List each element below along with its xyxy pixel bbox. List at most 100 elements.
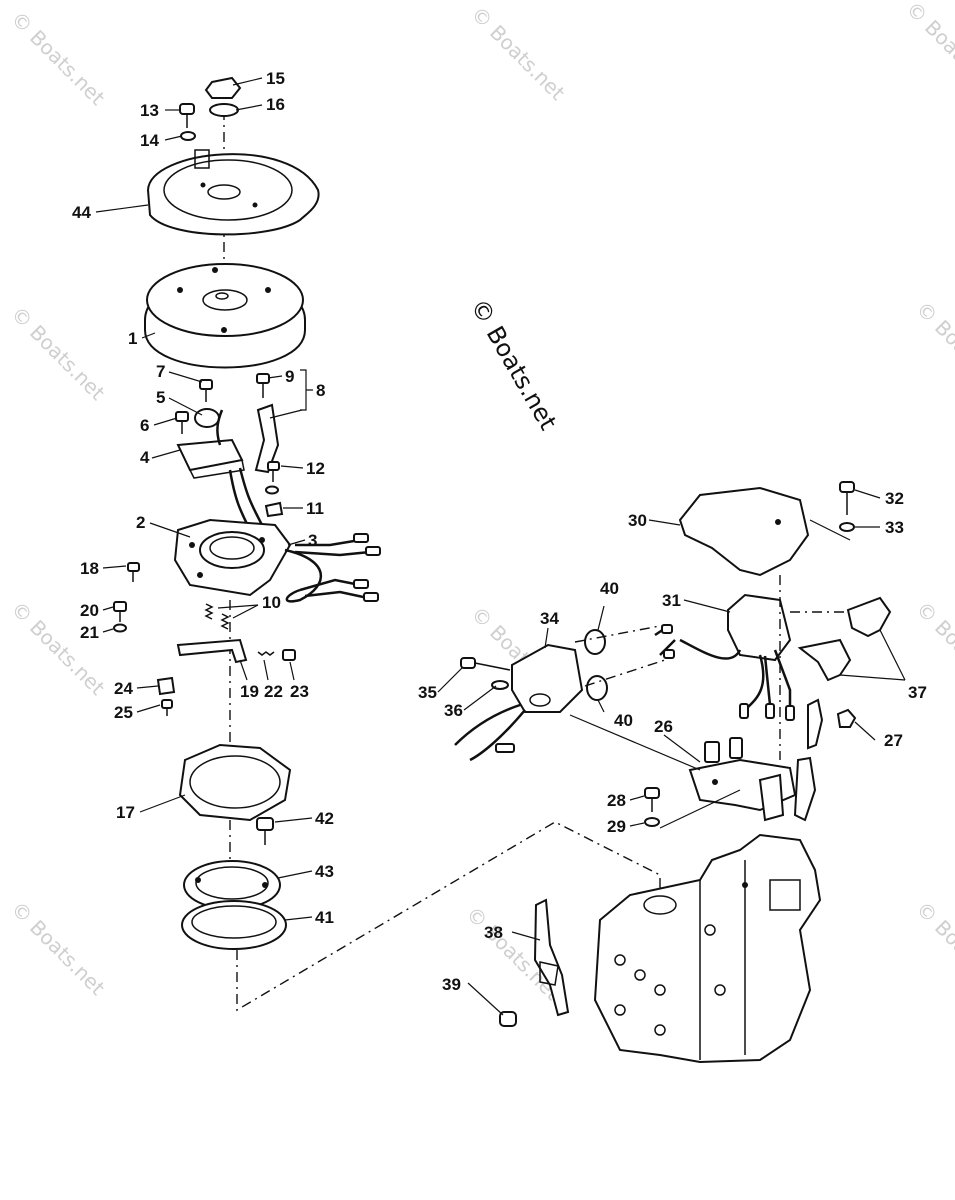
flywheel-1 xyxy=(144,263,306,369)
screw-28 xyxy=(644,787,660,812)
screw-18 xyxy=(127,562,140,582)
spark-plug-boots-37 xyxy=(790,596,892,682)
callout-label: 6 xyxy=(140,416,149,435)
bracket-26 xyxy=(688,737,797,822)
callout-label: 12 xyxy=(306,459,325,478)
callout-label: 7 xyxy=(156,362,165,381)
washer-33 xyxy=(839,522,855,532)
washer-29 xyxy=(644,817,660,827)
watermark-center: © Boats.net xyxy=(465,294,562,435)
watermark: © Boats.net xyxy=(901,0,955,100)
callout-label: 8 xyxy=(316,381,325,400)
clip-24 xyxy=(156,676,176,696)
grommet-40a xyxy=(584,629,606,655)
nut-27 xyxy=(836,708,857,728)
callout-label: 43 xyxy=(315,862,334,881)
callout-label: 40 xyxy=(600,579,619,598)
coil-4 xyxy=(176,438,245,479)
callout-label: 4 xyxy=(140,448,150,467)
watermark: © Boats.net xyxy=(911,897,955,1000)
washer-21 xyxy=(113,623,127,633)
callout-label: 14 xyxy=(140,131,159,150)
link-19 xyxy=(176,638,248,664)
callout-label: 40 xyxy=(614,711,633,730)
screw-13 xyxy=(179,103,195,128)
watermark: © Boats.net xyxy=(911,297,955,400)
callout-label: 24 xyxy=(114,679,133,698)
screw-20 xyxy=(113,601,127,622)
watermark-layer: © Boats.net © Boats.net © Boats.net © Bo… xyxy=(6,0,955,1005)
callout-label: 10 xyxy=(262,593,281,612)
callout-label: 11 xyxy=(306,499,324,518)
callout-label: 41 xyxy=(315,908,334,927)
callout-label: 21 xyxy=(80,623,99,642)
callout-label: 37 xyxy=(908,683,927,702)
callout-label: 32 xyxy=(885,489,904,508)
flywheel-stack xyxy=(113,76,661,1012)
screw-12 xyxy=(267,461,280,482)
bracket-8 xyxy=(254,403,280,474)
callout-label: 13 xyxy=(140,101,159,120)
cover-30 xyxy=(678,486,810,577)
callout-label: 44 xyxy=(72,203,91,222)
callout-label: 36 xyxy=(444,701,463,720)
ignition-coil-34 xyxy=(454,643,584,762)
bolt-35 xyxy=(460,657,511,671)
callout-label: 2 xyxy=(136,513,145,532)
callout-label: 27 xyxy=(884,731,903,750)
springs-10 xyxy=(204,603,230,630)
screw-7 xyxy=(199,379,213,402)
leader-lines xyxy=(95,77,906,1016)
stator-plate-2 xyxy=(173,518,292,597)
screw-9 xyxy=(256,373,270,398)
screw-25 xyxy=(161,699,173,716)
clamp-5 xyxy=(194,408,220,428)
assembly-path xyxy=(236,821,661,1012)
lockwasher-14 xyxy=(180,131,196,141)
grommet-40b xyxy=(586,675,608,701)
callout-label: 23 xyxy=(290,682,309,701)
callout-labels: 15 16 13 14 44 1 7 5 6 4 9 8 12 11 2 3 1… xyxy=(72,69,927,994)
flywheel-cover-44 xyxy=(146,149,320,236)
watermark: © Boats.net xyxy=(6,7,109,110)
switch-box-31 xyxy=(654,593,795,721)
callout-label: 1 xyxy=(128,329,137,348)
screw-39 xyxy=(499,1011,517,1027)
callout-label: 29 xyxy=(607,817,626,836)
callout-label: 42 xyxy=(315,809,334,828)
callout-label: 15 xyxy=(266,69,285,88)
callout-label: 18 xyxy=(80,559,99,578)
gasket-17 xyxy=(178,743,292,822)
callout-label: 30 xyxy=(628,511,647,530)
callout-label: 9 xyxy=(285,367,294,386)
screw-6 xyxy=(175,411,189,434)
clip-11 xyxy=(264,501,284,518)
callout-label: 19 xyxy=(240,682,259,701)
powerhead-block xyxy=(593,833,822,1064)
nut-15 xyxy=(204,76,242,99)
spark-plug xyxy=(793,698,824,822)
callout-label: 20 xyxy=(80,601,99,620)
washer-16 xyxy=(209,103,239,117)
callout-label: 39 xyxy=(442,975,461,994)
wire-harness-3 xyxy=(284,533,381,603)
washer-36 xyxy=(491,680,509,690)
callout-label: 3 xyxy=(308,531,317,550)
watermark: © Boats.net xyxy=(466,2,569,105)
ignition-assembly xyxy=(454,481,892,1064)
watermark: © Boats.net xyxy=(6,897,109,1000)
callout-label: 38 xyxy=(484,923,503,942)
nut-23 xyxy=(282,649,296,661)
seal-41 xyxy=(181,900,287,950)
spring-22 xyxy=(257,651,275,656)
screw-32 xyxy=(839,481,855,515)
callout-label: 34 xyxy=(540,609,559,628)
callout-label: 5 xyxy=(156,388,165,407)
callout-label: 33 xyxy=(885,518,904,537)
callout-label: 22 xyxy=(264,682,283,701)
callout-label: 25 xyxy=(114,703,133,722)
screw-42 xyxy=(256,817,274,845)
callout-label: 31 xyxy=(662,591,681,610)
watermark: © Boats.net xyxy=(6,302,109,405)
